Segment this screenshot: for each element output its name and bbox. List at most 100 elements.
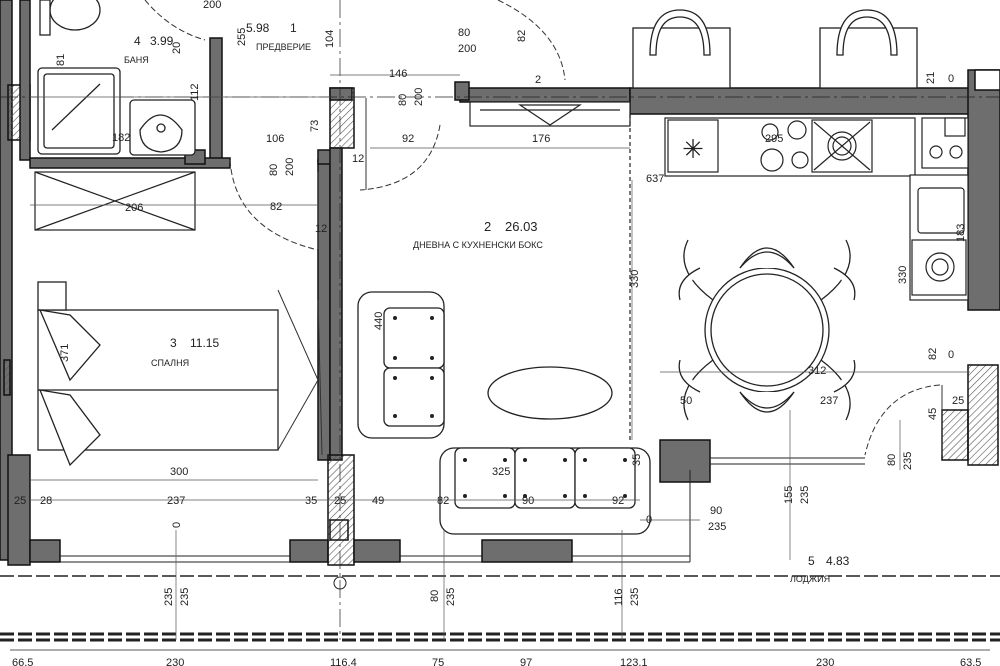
svg-text:200: 200 (284, 158, 296, 176)
svg-text:49: 49 (372, 495, 384, 507)
svg-text:97: 97 (520, 657, 532, 666)
room-1-number: 1 (290, 21, 297, 35)
room-5-name: ЛОДЖИЯ (790, 574, 830, 584)
svg-text:25: 25 (952, 395, 964, 407)
svg-text:80: 80 (886, 454, 898, 466)
svg-text:90: 90 (522, 495, 534, 507)
svg-text:330: 330 (629, 270, 641, 288)
bottom-dimension-row: 66.5 230 116.4 75 97 123.1 230 63.5 (12, 657, 981, 666)
svg-text:200: 200 (413, 88, 425, 106)
dimension-labels: 200 80 200 146 2 176 92 106 182 206 82 1… (14, 0, 964, 533)
svg-text:146: 146 (389, 68, 407, 80)
chairs-top (632, 9, 918, 89)
room-1-area: 5.98 (246, 21, 270, 35)
svg-text:235: 235 (629, 588, 641, 606)
svg-text:0: 0 (948, 73, 954, 85)
svg-text:50: 50 (680, 395, 692, 407)
svg-text:325: 325 (492, 466, 510, 478)
svg-text:230: 230 (816, 657, 834, 666)
svg-text:112: 112 (189, 83, 201, 101)
svg-text:330: 330 (897, 266, 909, 284)
svg-text:2: 2 (535, 74, 541, 86)
kitchen: ✳ (469, 101, 969, 440)
svg-text:45: 45 (927, 408, 939, 420)
dining-set (678, 239, 856, 421)
room-4-name: БАНЯ (124, 55, 149, 65)
walls (0, 0, 1000, 566)
svg-text:81: 81 (55, 54, 67, 66)
svg-text:66.5: 66.5 (12, 657, 33, 666)
svg-text:235: 235 (799, 486, 811, 504)
svg-text:63.5: 63.5 (960, 657, 981, 666)
svg-text:0: 0 (646, 514, 652, 526)
room-5-number: 5 (808, 554, 815, 568)
svg-text:73: 73 (309, 120, 321, 132)
svg-text:35: 35 (305, 495, 317, 507)
svg-text:75: 75 (432, 657, 444, 666)
svg-text:637: 637 (646, 173, 664, 185)
svg-text:300: 300 (170, 466, 188, 478)
svg-text:92: 92 (612, 495, 624, 507)
svg-text:82: 82 (927, 348, 939, 360)
svg-text:176: 176 (532, 133, 550, 145)
svg-text:312: 312 (808, 365, 826, 377)
svg-text:✳: ✳ (682, 134, 704, 164)
svg-text:206: 206 (125, 202, 143, 214)
room-4-number: 4 (134, 34, 141, 48)
svg-text:21: 21 (925, 72, 937, 84)
svg-text:235: 235 (902, 452, 914, 470)
svg-text:90: 90 (710, 505, 722, 517)
svg-text:183: 183 (955, 224, 967, 242)
svg-text:116.4: 116.4 (330, 657, 357, 666)
door-swings (144, 0, 943, 456)
dimension-lines (30, 74, 970, 640)
svg-text:82: 82 (516, 30, 528, 42)
room-2-number: 2 (484, 219, 491, 234)
wardrobe (34, 171, 196, 231)
svg-text:28: 28 (40, 495, 52, 507)
room-3-number: 3 (170, 336, 177, 350)
svg-text:155: 155 (783, 486, 795, 504)
bathroom-fixtures (37, 0, 196, 156)
svg-text:182: 182 (112, 132, 130, 144)
svg-text:25: 25 (14, 495, 26, 507)
svg-text:371: 371 (59, 344, 71, 362)
room-3-area: 11.15 (190, 336, 219, 350)
svg-text:92: 92 (402, 133, 414, 145)
svg-text:80: 80 (397, 94, 409, 106)
room-3-name: СПАЛНЯ (151, 358, 189, 368)
svg-text:12: 12 (315, 223, 327, 235)
svg-text:116: 116 (613, 588, 625, 606)
svg-text:235: 235 (163, 588, 175, 606)
room-labels: 1 5.98 ПРЕДВЕРИЕ 2 26.03 ДНЕВНА С КУХНЕН… (124, 21, 850, 584)
room-1-name: ПРЕДВЕРИЕ (256, 42, 311, 52)
svg-text:25: 25 (334, 495, 346, 507)
svg-text:440: 440 (373, 312, 385, 330)
svg-text:80: 80 (458, 27, 470, 39)
thin-lines (0, 0, 1000, 651)
svg-text:82: 82 (270, 201, 282, 213)
room-2-name: ДНЕВНА С КУХНЕНСКИ БОКС (413, 240, 543, 250)
svg-text:35: 35 (631, 454, 643, 466)
vertical-dimension-labels: 255 104 20 82 80 200 21 81 112 73 80 200… (55, 28, 967, 606)
svg-text:104: 104 (324, 30, 336, 48)
room-5-area: 4.83 (826, 554, 850, 568)
room-4-area: 3.99 (150, 34, 174, 48)
svg-text:235: 235 (179, 588, 191, 606)
svg-text:235: 235 (445, 588, 457, 606)
svg-text:106: 106 (266, 133, 284, 145)
svg-text:237: 237 (820, 395, 838, 407)
svg-text:200: 200 (458, 43, 476, 55)
svg-text:20: 20 (171, 42, 183, 54)
svg-text:0: 0 (948, 349, 954, 361)
svg-text:255: 255 (236, 28, 248, 46)
svg-text:237: 237 (167, 495, 185, 507)
svg-text:200: 200 (203, 0, 221, 11)
svg-text:12: 12 (352, 153, 364, 165)
svg-text:80: 80 (429, 590, 441, 602)
svg-text:230: 230 (166, 657, 184, 666)
room-2-area: 26.03 (505, 219, 538, 234)
svg-text:235: 235 (708, 521, 726, 533)
svg-text:80: 80 (268, 164, 280, 176)
